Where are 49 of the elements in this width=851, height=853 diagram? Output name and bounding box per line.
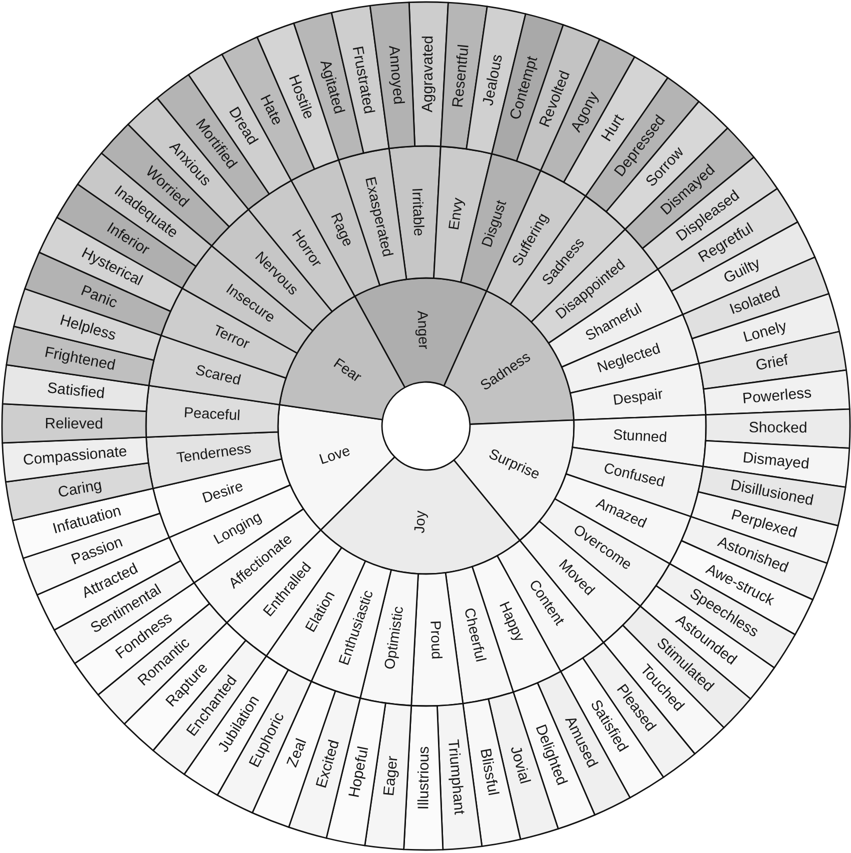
- emotion-label: Helpless: [58, 311, 118, 344]
- emotion-label: Zeal: [283, 736, 310, 770]
- emotion-label: Hopeful: [346, 744, 373, 799]
- emotion-label: Hostile: [284, 72, 318, 122]
- emotion-label: Tenderness: [176, 441, 252, 468]
- emotion-label: Aggravated: [419, 36, 438, 112]
- emotion-label: Triumphant: [444, 738, 468, 815]
- emotion-label: Jovial: [506, 744, 534, 786]
- emotion-label: Cheerful: [459, 606, 488, 664]
- emotion-label: Annoyed: [384, 45, 407, 106]
- emotion-label: Resentful: [448, 43, 472, 108]
- emotion-label: Irritable: [408, 188, 427, 237]
- emotion-label: Terror: [210, 322, 252, 354]
- emotion-label: Love: [317, 443, 352, 469]
- emotion-label: Eager: [380, 756, 402, 798]
- emotion-label: Proud: [425, 620, 444, 660]
- emotion-label: Joy: [412, 510, 430, 534]
- emotion-label: Satisfied: [46, 380, 106, 403]
- emotion-label: Happy: [495, 600, 528, 645]
- emotion-label: Rage: [326, 210, 356, 249]
- emotion-label: Fear: [330, 356, 364, 387]
- emotion-label: Envy: [446, 197, 468, 232]
- emotion-label: Hate: [256, 92, 286, 128]
- emotion-label: Despair: [612, 386, 664, 410]
- emotion-label: Frustrated: [348, 44, 378, 115]
- emotion-label: Dismayed: [742, 448, 810, 473]
- emotion-label: Scared: [194, 362, 242, 390]
- emotion-label: Shocked: [748, 419, 808, 437]
- emotion-label: Frightened: [44, 344, 118, 374]
- emotion-label: Desire: [200, 478, 246, 508]
- emotion-label: Guilty: [721, 254, 763, 288]
- emotion-label: Relieved: [44, 415, 104, 433]
- emotion-label: Anger: [413, 310, 432, 350]
- emotion-label: Confused: [602, 460, 666, 492]
- emotion-label: Excited: [312, 738, 343, 790]
- emotion-label: Optimistic: [382, 605, 408, 670]
- emotion-label: Caring: [56, 476, 103, 501]
- emotion-label: Stunned: [612, 427, 668, 447]
- emotion-label: Illustrious: [414, 746, 433, 810]
- emotion-label: Agitated: [316, 58, 348, 116]
- emotion-label: Compassionate: [22, 443, 128, 470]
- emotion-label: Powerless: [741, 384, 812, 408]
- emotion-label: Peaceful: [184, 404, 241, 425]
- emotion-label: Blissful: [476, 747, 502, 798]
- emotion-label: Grief: [754, 352, 790, 375]
- emotion-label: Jealous: [479, 53, 506, 108]
- emotion-label: Panic: [78, 282, 120, 312]
- emotion-label: Passion: [68, 534, 125, 568]
- emotion-label: Lonely: [742, 318, 789, 346]
